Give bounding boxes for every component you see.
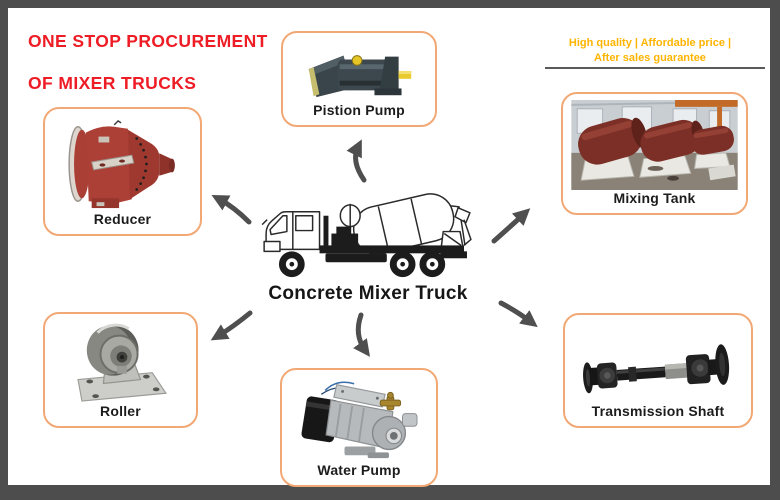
- card-piston-pump: Pistion Pump: [281, 31, 437, 127]
- mixing-tank-image: [571, 100, 738, 190]
- card-label: Transmission Shaft: [591, 403, 725, 419]
- card-mixing-tank: Mixing Tank: [561, 92, 748, 215]
- card-roller: Roller: [43, 312, 198, 428]
- tagline-line2: After sales guarantee: [594, 52, 706, 64]
- tagline-underline: [545, 67, 765, 69]
- page-title: ONE STOP PROCUREMENT OF MIXER TRUCKS: [28, 10, 268, 115]
- card-label: Mixing Tank: [613, 190, 696, 206]
- piston-pump-image: [308, 55, 412, 98]
- center-label: Concrete Mixer Truck: [268, 283, 468, 304]
- tagline-line1: High quality | Affordable price |: [568, 37, 732, 49]
- card-label: Roller: [100, 403, 141, 419]
- tagline: High quality | Affordable price | After …: [535, 36, 765, 66]
- water-pump-image: [301, 381, 418, 459]
- concrete-mixer-truck-drawing: [261, 193, 472, 278]
- roller-image: [76, 323, 167, 402]
- card-label: Pistion Pump: [313, 102, 405, 118]
- transmission-shaft-image: [583, 344, 730, 394]
- page-title-line2: OF MIXER TRUCKS: [28, 73, 197, 93]
- card-water-pump: Water Pump: [280, 368, 438, 487]
- page-title-line1: ONE STOP PROCUREMENT: [28, 31, 268, 51]
- card-label: Water Pump: [317, 462, 401, 478]
- card-reducer: Reducer: [43, 107, 202, 236]
- reducer-image: [67, 119, 175, 209]
- card-label: Reducer: [93, 211, 152, 227]
- card-transmission-shaft: Transmission Shaft: [563, 313, 753, 428]
